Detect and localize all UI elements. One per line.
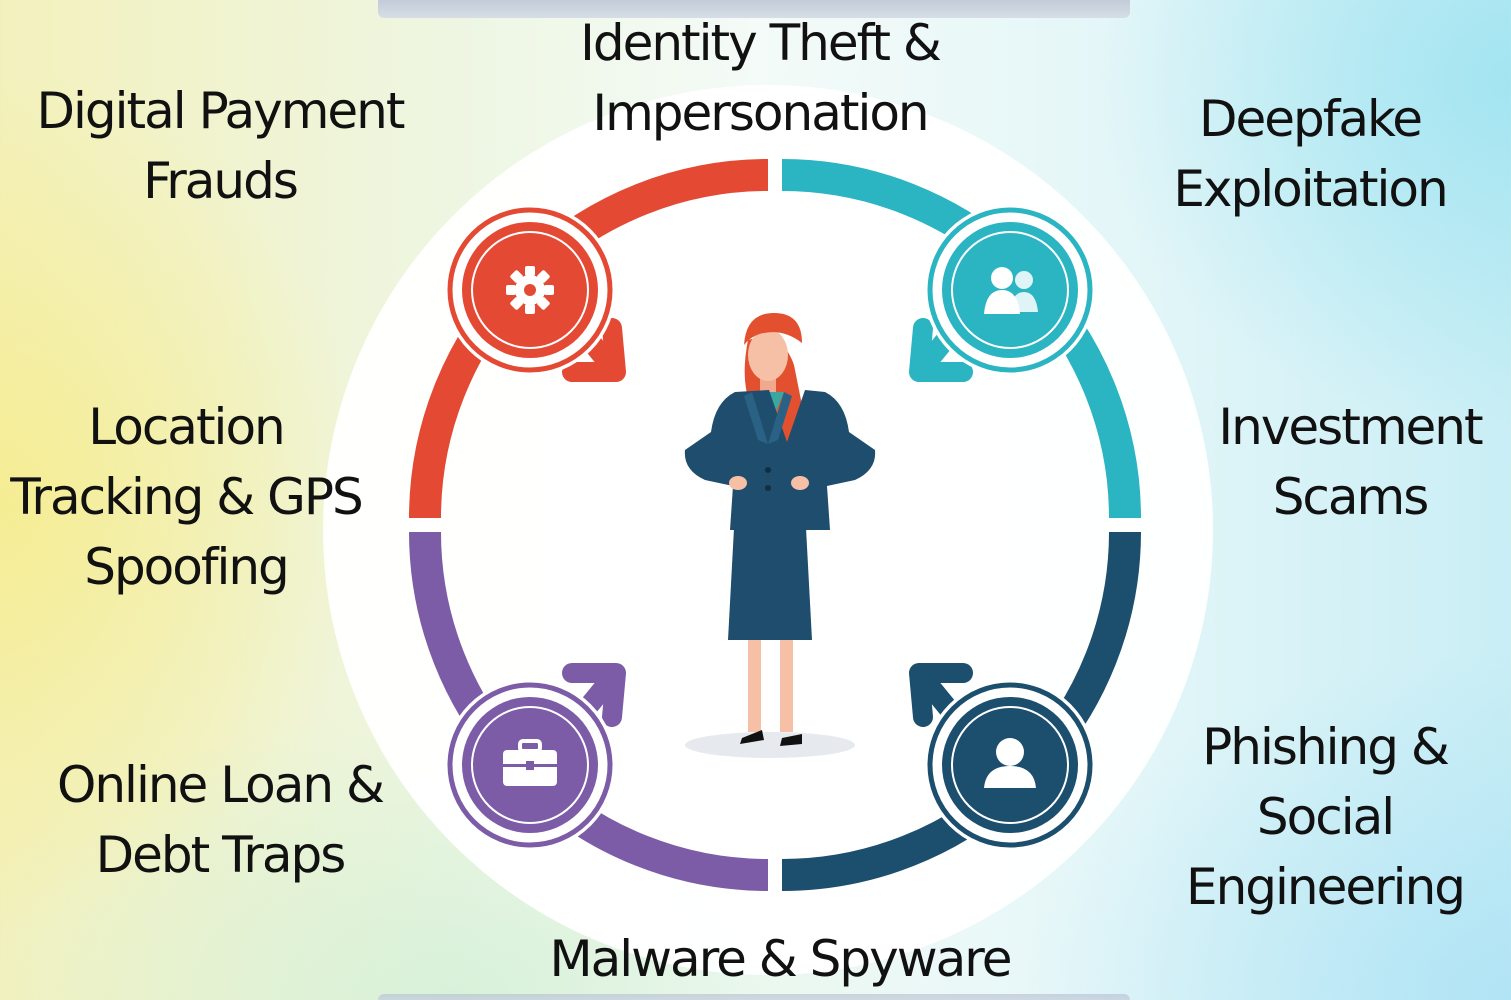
label-line: Tracking & GPS <box>10 468 364 526</box>
label-identity-theft: Identity Theft & Impersonation <box>560 8 960 148</box>
label-online-loan-debt-traps: Online Loan & Debt Traps <box>30 750 410 890</box>
bottom-decorative-bar <box>378 994 1130 1000</box>
label-line: Scams <box>1272 468 1430 526</box>
label-digital-payment-frauds: Digital Payment Frauds <box>20 76 420 216</box>
label-line: Online Loan & <box>57 756 385 814</box>
label-line: Location <box>88 398 285 456</box>
briefcase-icon <box>503 739 557 786</box>
label-phishing-social-engineering: Phishing & Social Engineering <box>1160 712 1490 922</box>
label-line: Engineering <box>1186 858 1466 916</box>
label-line: Social <box>1256 788 1395 846</box>
label-line: Debt Traps <box>95 826 347 884</box>
label-line: Impersonation <box>592 84 929 142</box>
label-investment-scams: Investment Scams <box>1200 392 1500 532</box>
label-line: Investment <box>1218 398 1483 456</box>
label-line: Phishing & <box>1202 718 1450 776</box>
users-icon <box>984 267 1038 314</box>
label-deepfake-exploitation: Deepfake Exploitation <box>1140 84 1480 224</box>
user-icon <box>984 738 1036 788</box>
top-decorative-bar <box>378 0 1130 18</box>
gear-icon <box>506 266 554 314</box>
label-line: Frauds <box>143 152 299 210</box>
businesswoman-illustration <box>684 313 876 758</box>
label-line: Spoofing <box>84 538 290 596</box>
label-location-tracking: Location Tracking & GPS Spoofing <box>0 392 372 602</box>
badge-top-right <box>924 204 1096 376</box>
label-line: Deepfake <box>1199 90 1423 148</box>
badge-bottom-left <box>444 679 616 851</box>
badge-bottom-right <box>924 679 1096 851</box>
label-line: Exploitation <box>1173 160 1448 218</box>
label-malware-spyware: Malware & Spyware <box>520 924 1040 994</box>
label-line: Digital Payment <box>36 82 406 140</box>
label-line: Identity Theft & <box>580 14 942 72</box>
badge-top-left <box>444 204 616 376</box>
label-line: Malware & Spyware <box>549 930 1012 988</box>
